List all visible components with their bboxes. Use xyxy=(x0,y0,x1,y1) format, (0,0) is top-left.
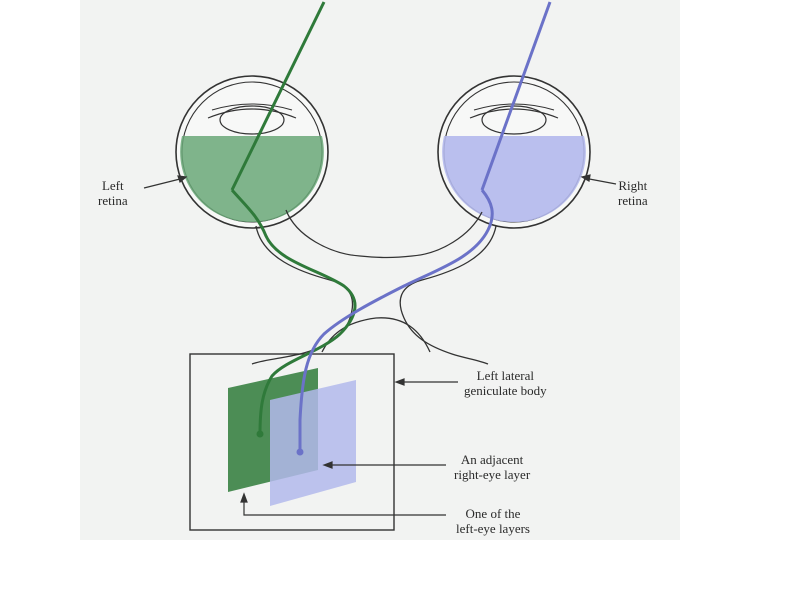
right-eye-vitreous-fill xyxy=(442,136,586,223)
label-lateral-geniculate-body: Left lateral geniculate body xyxy=(464,368,547,398)
left-eye-synapse xyxy=(256,430,264,438)
lgn-box xyxy=(189,353,395,531)
pointer-lines xyxy=(143,174,617,516)
label-right-retina: Right retina xyxy=(618,178,648,208)
right-eye-layer xyxy=(270,380,356,506)
diagram-panel xyxy=(80,0,680,540)
right-eye-pathway xyxy=(298,1,552,450)
right-eye-synapse xyxy=(296,448,304,456)
label-left-retina: Left retina xyxy=(98,178,128,208)
optic-chiasm-outline xyxy=(251,209,497,365)
right-eye xyxy=(437,75,591,229)
left-eye-pathway xyxy=(230,1,357,435)
left-eye-vitreous-fill xyxy=(180,136,324,223)
label-left-eye-layers: One of the left-eye layers xyxy=(456,506,530,536)
label-right-eye-layer: An adjacent right-eye layer xyxy=(454,452,531,482)
